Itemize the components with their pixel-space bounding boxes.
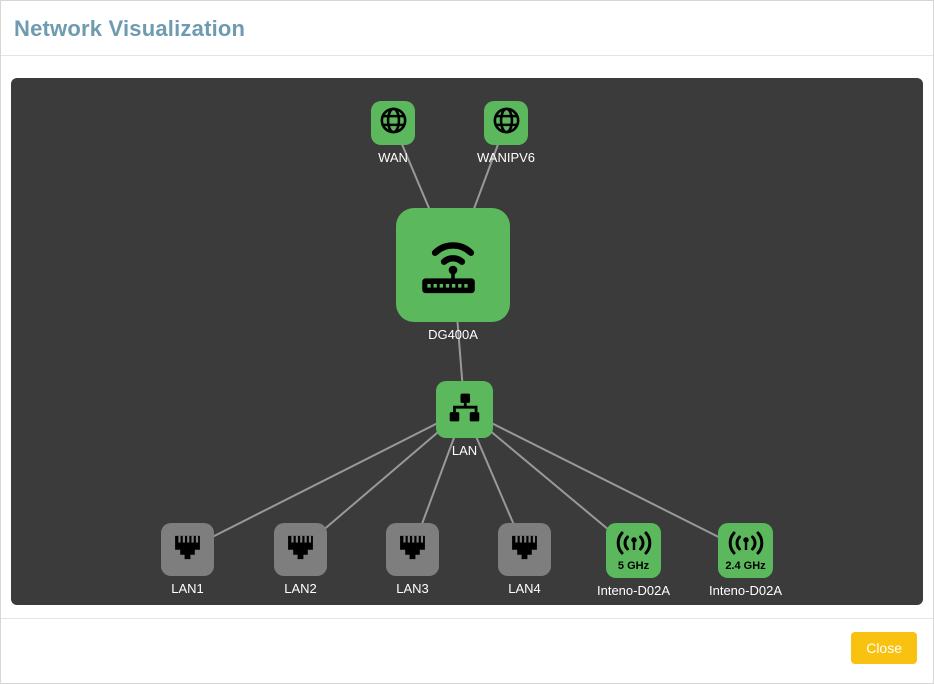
node-dg400a[interactable]: DG400A [396,208,510,342]
node-label: DG400A [428,327,478,342]
ethernet-port-icon [283,530,318,570]
node-label: LAN2 [284,581,317,596]
network-canvas[interactable]: WAN WANIPV6 [11,78,923,605]
node-lan2[interactable]: LAN2 [274,523,327,596]
close-button[interactable]: Close [851,632,917,664]
node-wifi-24ghz[interactable]: 2.4 GHz Inteno-D02A [709,523,782,598]
modal-footer: Close [1,619,933,677]
modal-header: Network Visualization [1,1,933,55]
ethernet-port-icon [507,530,542,570]
wifi-signal-icon [612,530,656,561]
ethernet-port-icon [395,530,430,570]
node-wan[interactable]: WAN [371,101,415,165]
node-lan3[interactable]: LAN3 [386,523,439,596]
node-label: LAN [451,443,478,458]
node-label: Inteno-D02A [709,583,782,598]
router-icon [412,222,494,309]
node-wanipv6[interactable]: WANIPV6 [477,101,535,165]
page-title: Network Visualization [14,16,246,41]
node-label: LAN3 [396,581,429,596]
globe-icon [378,105,409,141]
ethernet-port-icon [170,530,205,570]
globe-icon [491,105,522,141]
wifi-band-label: 2.4 GHz [725,559,766,572]
lan-switch-icon [446,389,483,431]
node-wifi-5ghz[interactable]: 5 GHz Inteno-D02A [597,523,670,598]
wifi-signal-icon [724,530,768,561]
node-lan[interactable]: LAN [436,381,493,458]
node-label: Inteno-D02A [597,583,670,598]
wifi-band-label: 5 GHz [617,559,650,572]
node-lan1[interactable]: LAN1 [161,523,214,596]
header-divider [1,55,933,56]
node-label: LAN1 [171,581,204,596]
node-label: WAN [378,150,408,165]
node-label: LAN4 [508,581,541,596]
node-label: WANIPV6 [476,150,536,165]
node-lan4[interactable]: LAN4 [498,523,551,596]
footer-divider [1,618,933,619]
